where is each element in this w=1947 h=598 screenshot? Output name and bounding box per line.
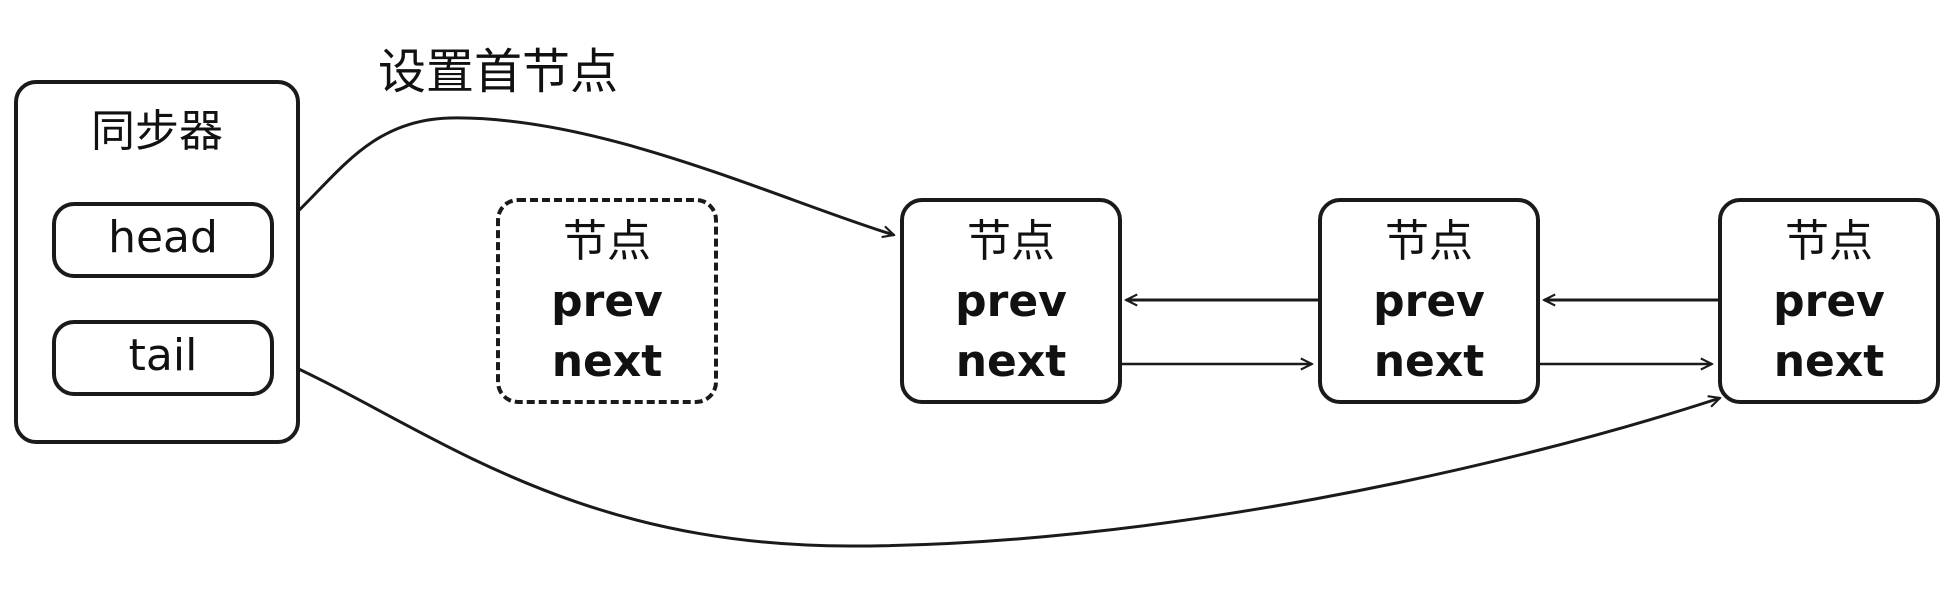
- node-2: 节点 prev next: [1318, 198, 1540, 404]
- node-title: 节点: [563, 216, 651, 267]
- node-title: 节点: [967, 216, 1055, 267]
- node-title: 节点: [1785, 216, 1873, 267]
- node-next: next: [551, 336, 663, 387]
- tail-pointer-arrow: [269, 354, 1720, 548]
- node-prev: prev: [1773, 276, 1885, 327]
- node-prev: prev: [1373, 276, 1485, 327]
- node-next: next: [955, 336, 1067, 387]
- tail-field: tail: [52, 320, 274, 396]
- node-next: next: [1373, 336, 1485, 387]
- head-field: head: [52, 202, 274, 278]
- node-next: next: [1773, 336, 1885, 387]
- node-prev: prev: [551, 276, 663, 327]
- head-pointer-arrow: [269, 116, 894, 236]
- set-head-node-caption: 设置首节点: [378, 44, 619, 100]
- synchronizer-title: 同步器: [91, 106, 223, 157]
- node-prev: prev: [955, 276, 1067, 327]
- node-3: 节点 prev next: [1718, 198, 1940, 404]
- node-1: 节点 prev next: [900, 198, 1122, 404]
- synchronizer-box: 同步器 head tail: [14, 80, 300, 444]
- node-title: 节点: [1385, 216, 1473, 267]
- old-head-node: 节点 prev next: [496, 198, 718, 404]
